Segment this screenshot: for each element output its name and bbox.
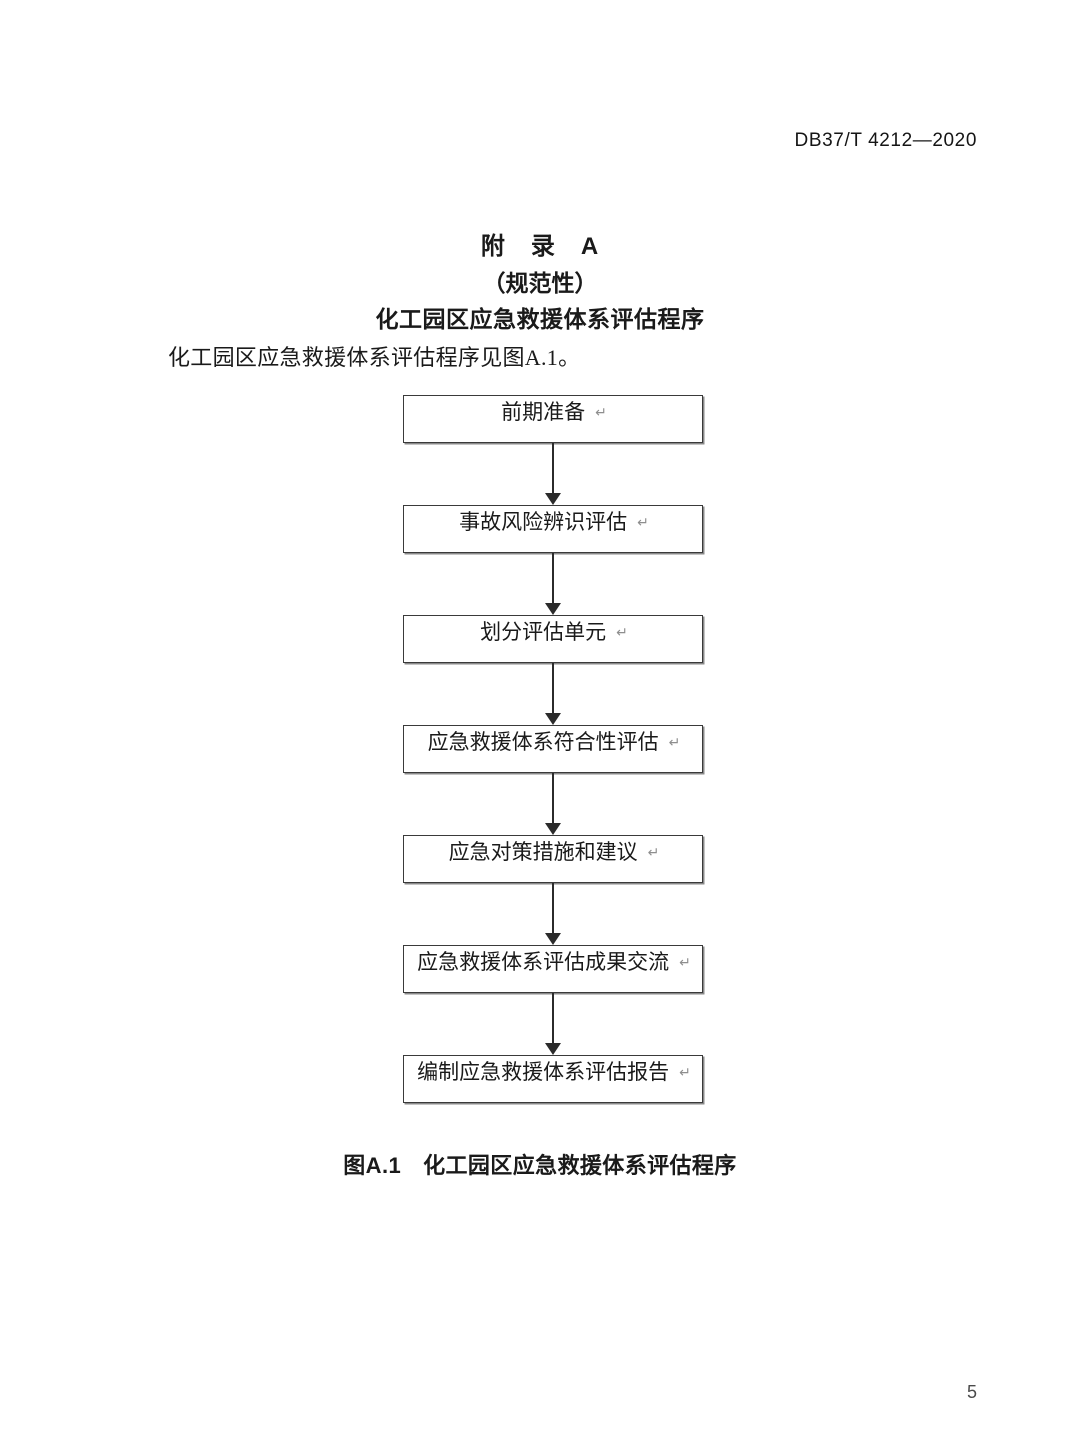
- figure-caption: 图A.1 化工园区应急救援体系评估程序: [0, 1148, 1080, 1180]
- annex-kind: （规范性）: [482, 270, 598, 296]
- flow-connector: [403, 773, 703, 835]
- flow-node-label-text: 应急对策措施和建议: [448, 841, 638, 864]
- flow-node-label-text: 应急救援体系评估成果交流: [417, 951, 670, 974]
- flow-connector: [403, 553, 703, 615]
- return-mark-icon: ↵: [679, 1065, 691, 1081]
- connector-line: [552, 443, 554, 495]
- figure-number: 图A.1: [343, 1153, 402, 1178]
- flow-node-emergency-countermeasures-and-recommendations: 应急对策措施和建议 ↵: [403, 835, 703, 883]
- flow-node-label: 应急救援体系评估成果交流 ↵: [404, 949, 704, 977]
- return-mark-icon: ↵: [595, 405, 607, 421]
- arrow-down-icon: [545, 933, 561, 945]
- connector-line: [552, 553, 554, 605]
- annex-label: 附 录 A: [480, 233, 600, 260]
- flow-connector: [403, 443, 703, 505]
- flow-node-accident-risk-identification-assessment: 事故风险辨识评估 ↵: [403, 505, 703, 553]
- flow-node-label: 应急对策措施和建议 ↵: [404, 839, 704, 867]
- running-header-standard-number: DB37/T 4212—2020: [794, 130, 977, 151]
- flow-node-assessment-results-exchange: 应急救援体系评估成果交流 ↵: [403, 945, 703, 993]
- evaluation-procedure-flowchart: 前期准备↵ 事故风险辨识评估↵ 划分评估单元↵ 应急救援体系符合性评估↵ 应急对: [403, 395, 703, 1103]
- flow-node-label: 前期准备 ↵: [404, 399, 704, 427]
- flow-connector: [403, 663, 703, 725]
- flow-node-label-text: 前期准备: [501, 401, 586, 424]
- flow-connector: [403, 993, 703, 1055]
- return-mark-icon: ↵: [616, 625, 628, 641]
- arrow-down-icon: [545, 713, 561, 725]
- intro-paragraph: 化工园区应急救援体系评估程序见图A.1。: [168, 345, 581, 370]
- arrow-down-icon: [545, 823, 561, 835]
- return-mark-icon: ↵: [647, 845, 660, 861]
- return-mark-icon: ↵: [637, 515, 649, 531]
- connector-line: [552, 663, 554, 715]
- return-mark-icon: ↵: [668, 735, 681, 751]
- flow-node-label-text: 划分评估单元: [480, 621, 607, 644]
- flow-node-emergency-rescue-system-compliance-assessment: 应急救援体系符合性评估 ↵: [403, 725, 703, 773]
- page-number: 5: [966, 1382, 977, 1402]
- connector-line: [552, 993, 554, 1045]
- annex-name: 化工园区应急救援体系评估程序: [375, 306, 705, 332]
- flow-node-label-text: 编制应急救援体系评估报告: [417, 1061, 670, 1084]
- flow-node-label: 事故风险辨识评估 ↵: [404, 509, 704, 537]
- flow-node-label: 应急救援体系符合性评估 ↵: [404, 729, 704, 757]
- arrow-down-icon: [545, 1043, 561, 1055]
- flow-node-preliminary-preparation: 前期准备 ↵: [403, 395, 703, 443]
- connector-line: [552, 883, 554, 935]
- flow-connector: [403, 883, 703, 945]
- flow-node-label: 划分评估单元 ↵: [404, 619, 704, 647]
- flow-node-label: 编制应急救援体系评估报告 ↵: [404, 1059, 704, 1087]
- arrow-down-icon: [545, 603, 561, 615]
- arrow-down-icon: [545, 493, 561, 505]
- connector-line: [552, 773, 554, 825]
- figure-title: 化工园区应急救援体系评估程序: [423, 1153, 737, 1178]
- return-mark-icon: ↵: [679, 955, 691, 971]
- flow-node-label-text: 事故风险辨识评估: [459, 511, 628, 534]
- flow-node-divide-assessment-units: 划分评估单元 ↵: [403, 615, 703, 663]
- flow-node-prepare-assessment-report: 编制应急救援体系评估报告 ↵: [403, 1055, 703, 1103]
- flow-node-label-text: 应急救援体系符合性评估: [427, 731, 659, 754]
- annex-title-block: 附 录 A （规范性） 化工园区应急救援体系评估程序: [0, 230, 1080, 336]
